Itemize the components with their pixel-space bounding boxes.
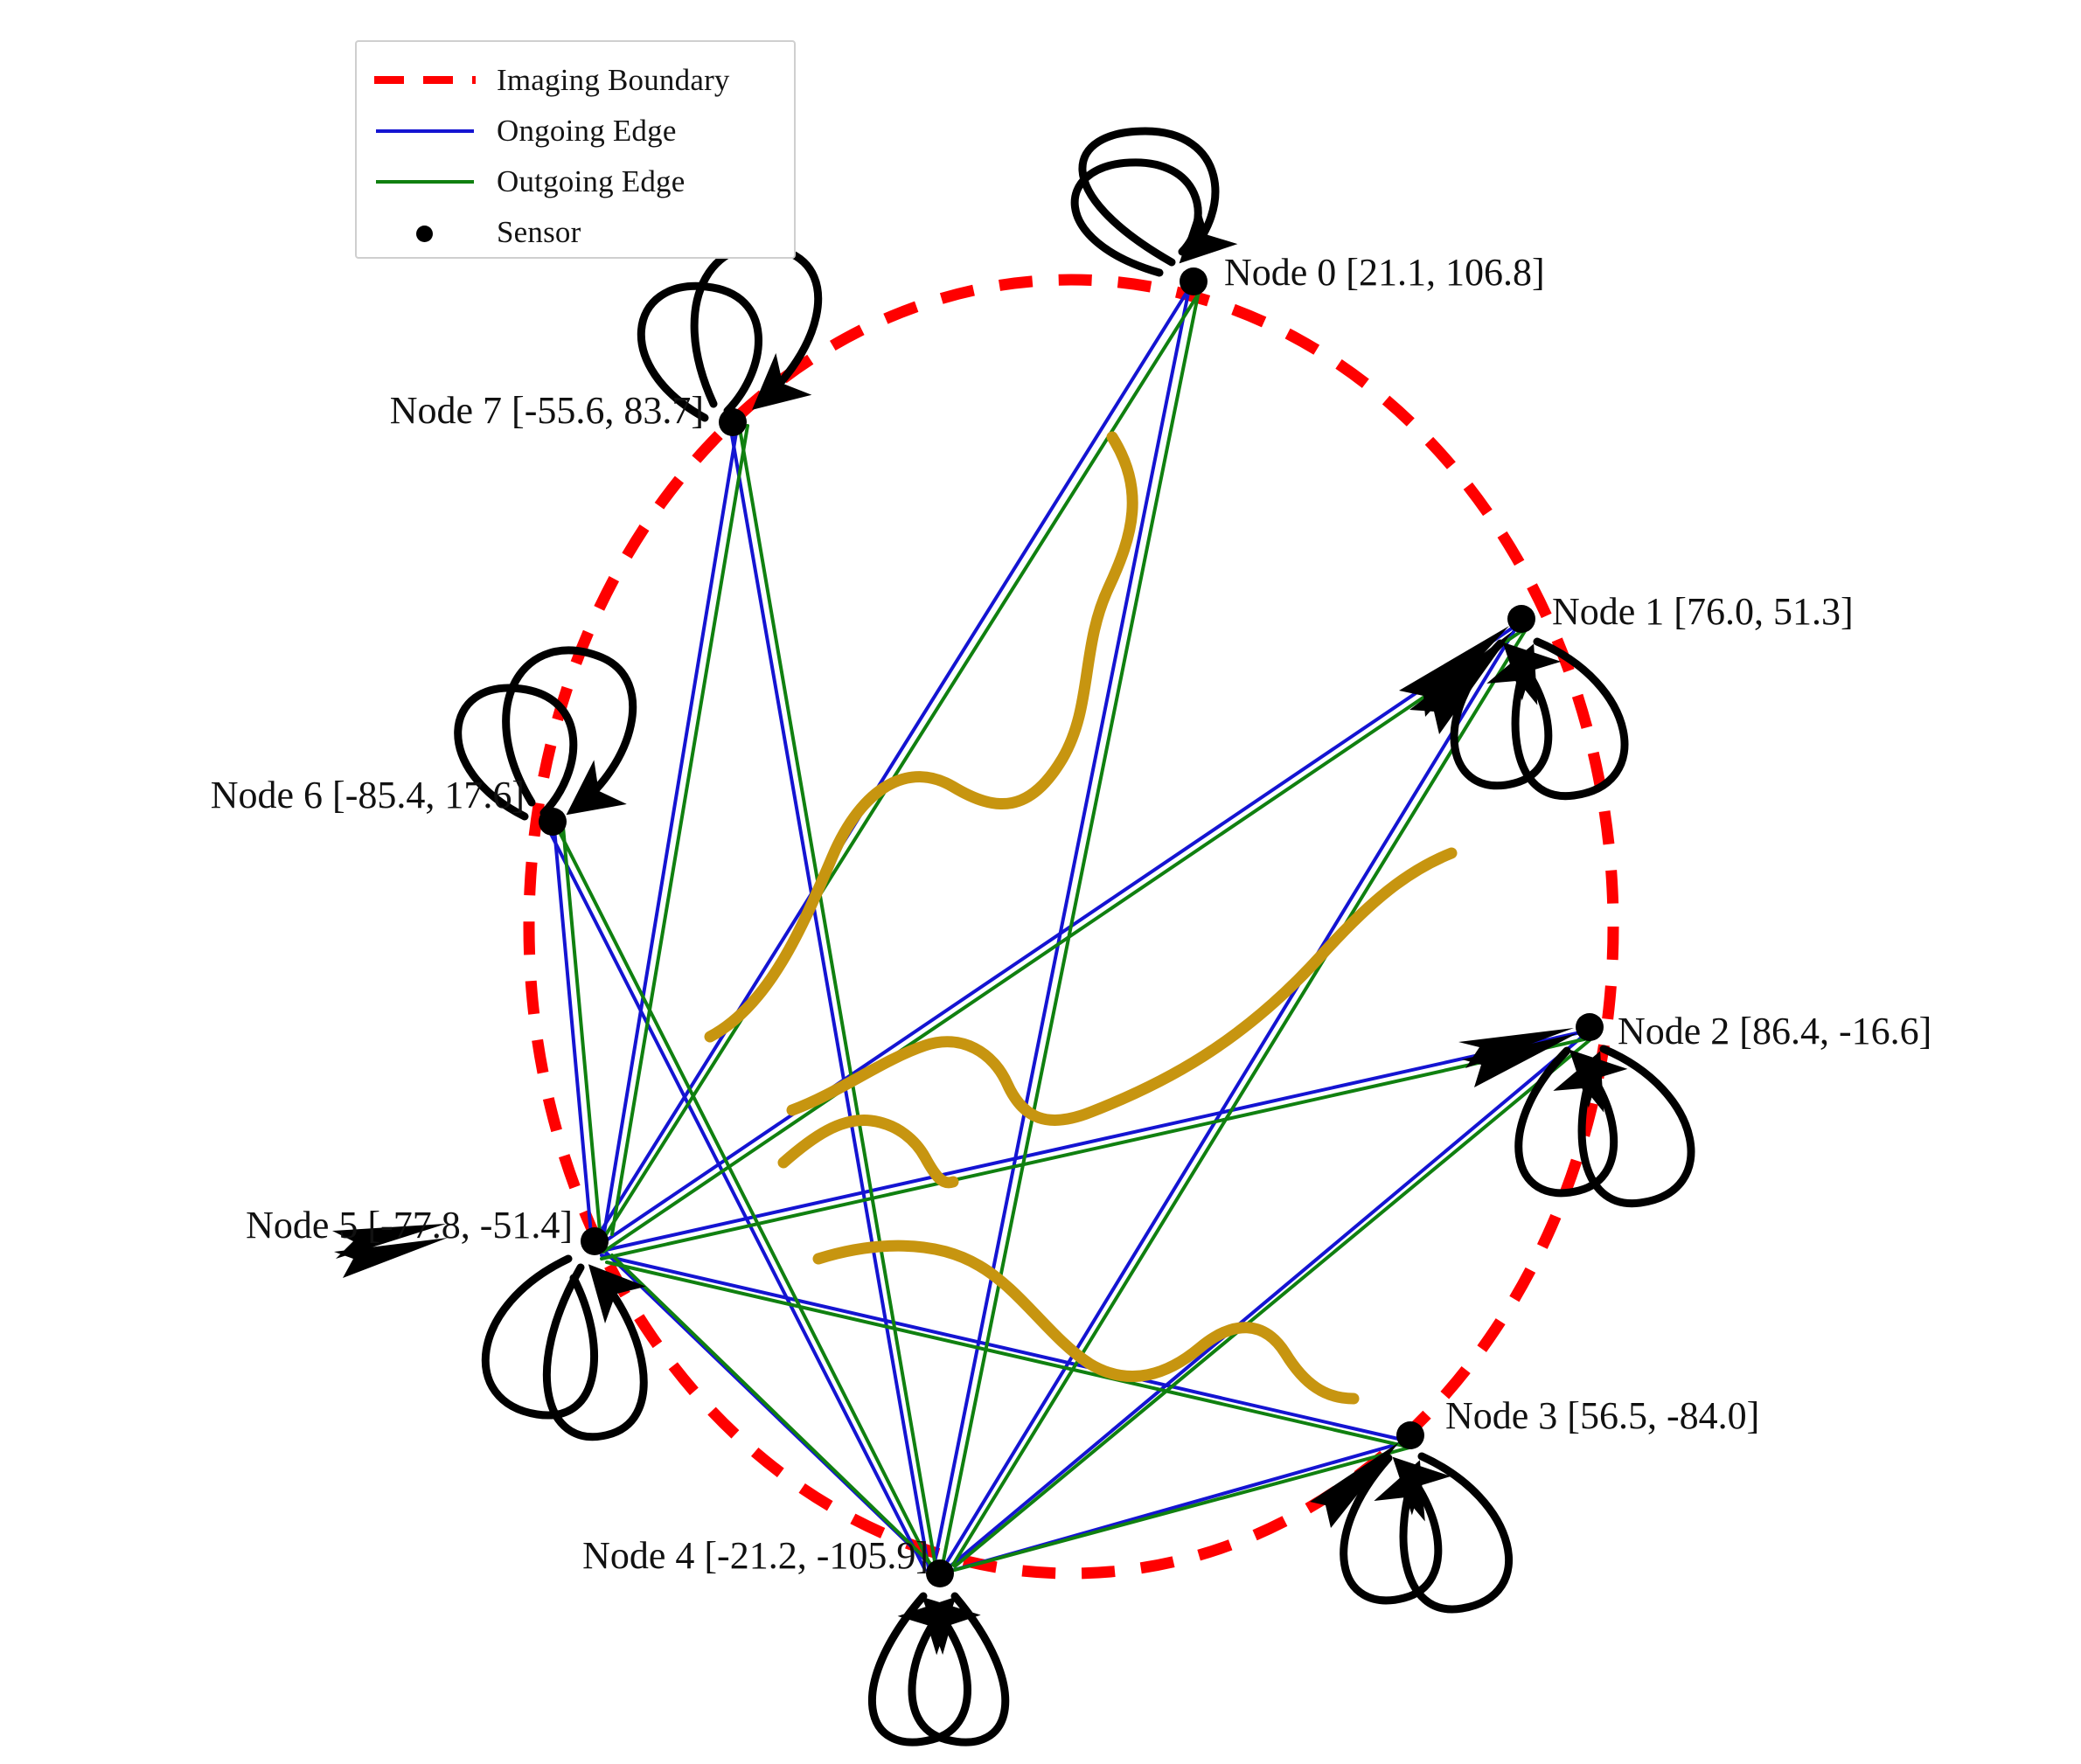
wave-curve-3 <box>777 1115 959 1189</box>
sensor-node-2[interactable] <box>1576 1013 1604 1041</box>
edge-outgoing-4-6 <box>556 827 934 1570</box>
legend-label-ongoing-edge: Ongoing Edge <box>497 113 677 148</box>
edge-ongoing-4-1 <box>943 626 1518 1568</box>
solid-line-icon-blue <box>372 120 477 141</box>
legend-item-imaging-boundary: Imaging Boundary <box>372 54 780 105</box>
node-label-6: Node 6 [-85.4, 17.6] <box>210 774 525 816</box>
wave-curve-4 <box>812 1240 1360 1405</box>
self-loop-node-3 <box>1340 1452 1513 1614</box>
arrow-into-node-5b <box>334 1238 448 1278</box>
edge-ongoing-5-3 <box>600 1254 1408 1442</box>
edge-ongoing-5-7 <box>602 426 739 1240</box>
node-label-1: Node 1 [76.0, 51.3] <box>1552 590 1854 633</box>
wave-curve-1 <box>704 431 1138 1043</box>
sensor-node-4[interactable] <box>926 1559 954 1587</box>
sensor-node-7[interactable] <box>719 408 747 436</box>
edge-layer <box>547 280 1591 1577</box>
edge-outgoing-4-0 <box>941 285 1201 1566</box>
legend-label-imaging-boundary: Imaging Boundary <box>497 62 730 97</box>
arrow-into-node-1 <box>1399 626 1509 717</box>
edge-ongoing-4-2 <box>946 1033 1586 1570</box>
edge-outgoing-4-2 <box>953 1038 1591 1568</box>
node-label-7: Node 7 [-55.6, 83.7] <box>389 389 704 432</box>
edge-ongoing-4-0 <box>932 287 1191 1568</box>
edge-outgoing-5-4 <box>610 1254 944 1577</box>
solid-line-icon-green <box>372 170 477 191</box>
self-loop-node-6 <box>454 646 637 821</box>
edge-outgoing-5-3 <box>605 1260 1413 1449</box>
sensor-node-6[interactable] <box>539 808 567 836</box>
legend-label-sensor: Sensor <box>497 214 581 249</box>
wave-curves <box>704 431 1458 1405</box>
edge-outgoing-4-1 <box>951 629 1527 1566</box>
edge-ongoing-4-7 <box>729 428 930 1570</box>
sensor-node-1[interactable] <box>1507 605 1535 633</box>
imaging-boundary <box>523 274 1619 1580</box>
self-loop-layer <box>454 127 1695 1747</box>
edge-outgoing-5-1 <box>602 629 1523 1254</box>
sensor-node-3[interactable] <box>1396 1421 1424 1449</box>
edge-ongoing-5-2 <box>596 1030 1586 1254</box>
self-loop-node-5 <box>481 1254 648 1441</box>
legend-item-outgoing-edge: Outgoing Edge <box>372 156 780 206</box>
edge-outgoing-4-7 <box>738 427 937 1568</box>
edge-arrowheads <box>332 626 1577 1528</box>
legend: Imaging Boundary Ongoing Edge Outgoing E… <box>355 40 796 259</box>
wave-curve-2 <box>786 847 1458 1126</box>
imaging-boundary-ellipse <box>523 274 1619 1580</box>
arrow-into-node-2b <box>1462 1033 1577 1087</box>
self-loop-node-2 <box>1514 1045 1695 1208</box>
self-loop-node-1 <box>1450 637 1629 801</box>
node-label-0: Node 0 [21.1, 106.8] <box>1224 251 1545 294</box>
edge-ongoing-5-0 <box>593 280 1195 1243</box>
edge-outgoing-4-3 <box>953 1446 1411 1572</box>
node-label-2: Node 2 [86.4, -16.6] <box>1618 1010 1932 1052</box>
edge-ongoing-5-6 <box>553 827 593 1236</box>
legend-item-sensor: Sensor <box>372 206 780 257</box>
legend-item-ongoing-edge: Ongoing Edge <box>372 105 780 156</box>
edge-ongoing-4-6 <box>547 829 927 1572</box>
sensor-node-5[interactable] <box>581 1227 609 1255</box>
self-loop-node-4 <box>867 1592 1010 1747</box>
edge-outgoing-5-2 <box>600 1037 1590 1260</box>
node-label-4: Node 4 [-21.2, -105.9] <box>582 1534 929 1577</box>
node-label-5: Node 5 [-77.8, -51.4] <box>246 1204 573 1247</box>
legend-label-outgoing-edge: Outgoing Edge <box>497 163 686 198</box>
dot-marker-icon <box>372 221 477 242</box>
sensor-node-0[interactable] <box>1180 267 1208 295</box>
ongoing-edges <box>547 280 1586 1573</box>
edge-outgoing-5-6 <box>561 825 602 1233</box>
sensor-layer[interactable] <box>539 267 1604 1587</box>
node-label-3: Node 3 [56.5, -84.0] <box>1445 1394 1760 1437</box>
edge-outgoing-5-0 <box>603 283 1206 1238</box>
self-loop-node-0 <box>1070 127 1238 277</box>
dashed-line-icon <box>372 69 477 90</box>
edge-outgoing-5-7 <box>610 424 749 1236</box>
outgoing-edges <box>556 283 1591 1577</box>
